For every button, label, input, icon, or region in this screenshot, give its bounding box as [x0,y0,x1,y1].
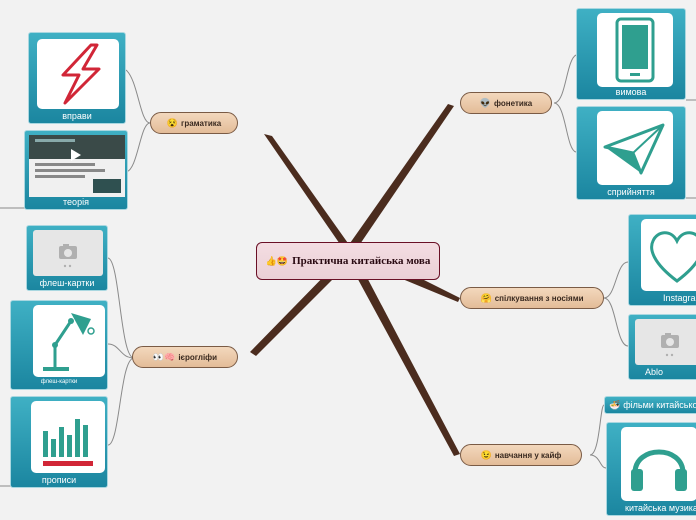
card-music[interactable]: китайська музика [606,422,696,516]
central-topic-label: Практична китайська мова [292,255,431,267]
card-ablo[interactable]: Ablo [628,314,696,380]
pronunciation-caption: вимова [615,87,647,97]
card-image [33,305,105,377]
desk-lamp-icon [43,313,95,371]
copybooks-caption: прописи [41,475,77,485]
card-copybooks[interactable]: прописи [10,396,108,488]
exercises-caption: вправи [62,111,92,121]
branch-speaking[interactable]: 🤗 спілкування з носіями [460,287,604,309]
card-image [597,111,673,185]
flashcards-caption: флеш-картки [39,278,95,288]
camera-icon [661,333,679,357]
theory-screenshot [29,135,125,197]
fun-label: навчання у кайф [494,450,562,460]
central-emoji: 👍🤩 [265,255,289,266]
grammar-emoji: 😵 [166,117,178,128]
card-theory[interactable]: теорія [24,130,128,210]
phonetics-emoji: 👽 [479,97,491,108]
card-image [33,230,103,276]
bar-chart-icon [43,419,93,466]
card-perception[interactable]: сприйняття [576,106,686,200]
branch-grammar[interactable]: 😵 граматика [150,112,238,134]
spoke-hieroglyphs [250,266,342,356]
camera-icon [59,244,77,268]
branch-hieroglyphs[interactable]: 👀🧠 ієрогліфи [132,346,238,368]
card-flashcards-lamp[interactable]: флеш-картки [10,300,108,390]
central-topic[interactable]: 👍🤩 Практична китайська мова [256,242,440,280]
branch-phonetics[interactable]: 👽 фонетика [460,92,552,114]
fun-emoji: 😉 [480,449,492,460]
heart-icon [650,231,696,283]
grammar-label: граматика [181,118,222,128]
spoke-grammar [264,134,350,250]
spoke-phonetics [348,104,454,250]
ablo-caption: Ablo [644,367,663,377]
music-caption: китайська музика [625,503,696,513]
card-image [641,219,696,291]
phonetics-label: фонетика [493,98,533,108]
lightning-icon [61,43,101,105]
branch-fun[interactable]: 😉 навчання у кайф [460,444,582,466]
card-instagram[interactable]: Instagram [628,214,696,306]
card-exercises[interactable]: вправи [28,32,126,124]
card-image [37,39,119,109]
films-label: фільми китайською [623,400,696,410]
card-image [31,401,105,473]
phone-icon [615,17,655,83]
hieroglyphs-emoji: 👀🧠 [152,351,176,362]
perception-caption: сприйняття [607,187,655,197]
flashcards2-caption: флеш-картки [40,379,78,385]
hieroglyphs-label: ієрогліфи [178,352,218,362]
card-image [635,319,696,365]
headphones-icon [631,449,687,491]
speaking-emoji: 🤗 [480,292,492,303]
theory-caption: теорія [63,197,89,207]
card-flashcards[interactable]: флеш-картки [26,225,108,291]
paper-plane-icon [603,123,665,175]
speaking-label: спілкування з носіями [494,293,584,303]
card-image [597,13,673,87]
node-films[interactable]: 🍜 фільми китайською [604,396,696,414]
films-emoji: 🍜 [609,399,621,410]
card-image [621,427,696,501]
spoke-fun [354,268,460,456]
card-pronunciation[interactable]: вимова [576,8,686,100]
instagram-caption: Instagram [663,293,696,303]
